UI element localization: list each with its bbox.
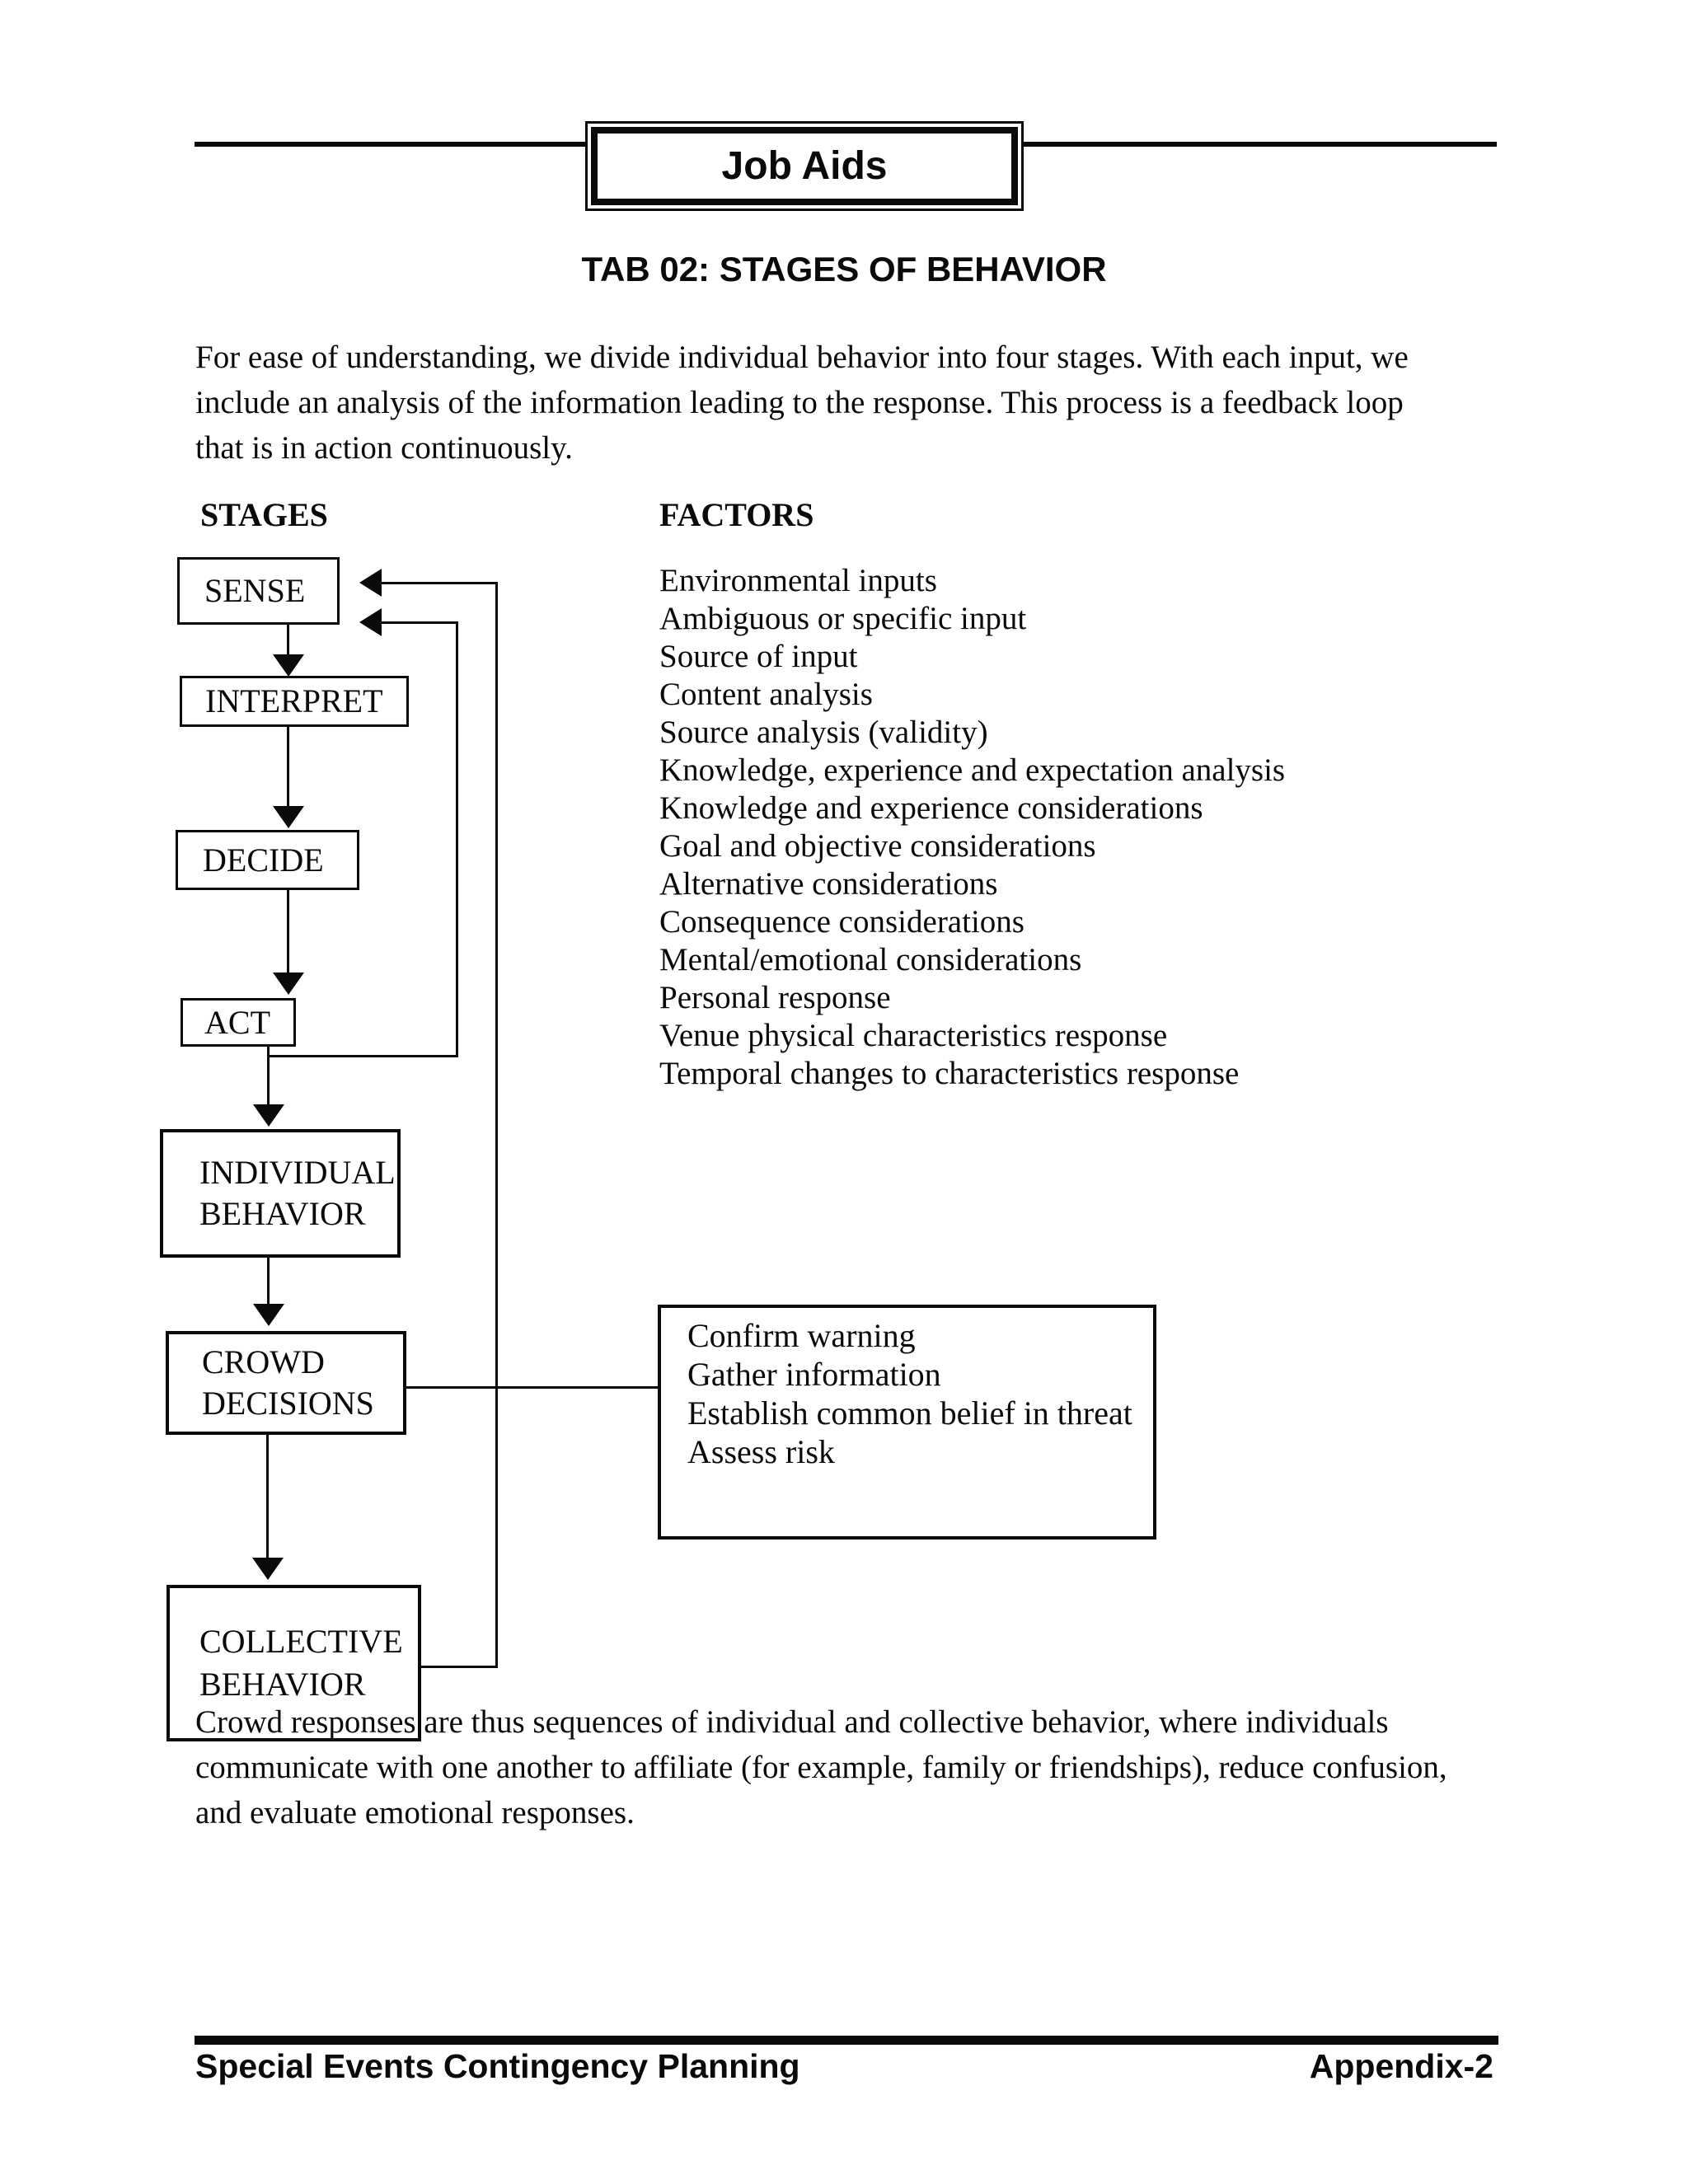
- stage-box-collective-behavior-label: COLLECTIVE BEHAVIOR: [199, 1623, 403, 1703]
- line-interpret-to-decide: [287, 726, 289, 808]
- feedback-collective-vertical: [495, 582, 498, 1668]
- footer-document-title: Special Events Contingency Planning: [195, 2047, 800, 2085]
- stage-box-interpret-label: INTERPRET: [205, 682, 383, 719]
- footer-rule: [195, 2036, 1498, 2045]
- crowd-action-line: Establish common belief in threat: [687, 1394, 1132, 1432]
- feedback-collective-horizontal-bottom: [421, 1666, 498, 1668]
- arrowhead-down-individual-icon: [253, 1104, 284, 1127]
- stage-box-sense: SENSE: [177, 557, 340, 625]
- stage-box-collective-behavior: COLLECTIVE BEHAVIOR: [166, 1585, 421, 1741]
- paragraph-line: Crowd responses are thus sequences of in…: [195, 1704, 1389, 1740]
- factor-item: Consequence considerations: [659, 904, 1025, 940]
- stage-box-individual-behavior: INDIVIDUAL BEHAVIOR: [160, 1129, 401, 1258]
- stage-box-decide: DECIDE: [176, 830, 359, 890]
- arrowhead-down-act-icon: [273, 972, 304, 995]
- arrowhead-down-crowd-icon: [253, 1304, 284, 1326]
- factors-heading: FACTORS: [659, 496, 814, 533]
- line-individual-to-crowd: [267, 1257, 270, 1305]
- factor-item: Temporal changes to characteristics resp…: [659, 1056, 1240, 1091]
- crowd-action-line: Gather information: [687, 1356, 941, 1393]
- arrowhead-left-sense-upper-icon: [359, 569, 382, 597]
- factor-item: Source of input: [659, 639, 858, 674]
- arrowhead-down-decide-icon: [273, 806, 304, 828]
- stage-box-decide-label: DECIDE: [203, 841, 324, 879]
- crowd-action-line: Assess risk: [687, 1433, 835, 1470]
- arrowhead-down-collective-icon: [252, 1558, 284, 1580]
- stage-box-act: ACT: [181, 998, 296, 1047]
- paragraph-line: For ease of understanding, we divide ind…: [195, 340, 1409, 375]
- factor-item: Ambiguous or specific input: [659, 601, 1027, 636]
- line-crowd-to-collective: [266, 1434, 269, 1559]
- factor-item: Mental/emotional considerations: [659, 942, 1082, 977]
- factor-item: Venue physical characteristics response: [659, 1018, 1168, 1053]
- feedback-act-horizontal-bottom: [267, 1055, 458, 1057]
- stage-box-interpret: INTERPRET: [180, 676, 409, 727]
- footer-page-label: Appendix-2: [1309, 2047, 1493, 2085]
- paragraph-line: communicate with one another to affiliat…: [195, 1750, 1447, 1785]
- feedback-act-horizontal-top: [381, 621, 458, 624]
- stage-box-act-label: ACT: [204, 1003, 270, 1041]
- factor-item: Knowledge and experience considerations: [659, 790, 1203, 826]
- stage-box-crowd-decisions: CROWD DECISIONS: [166, 1331, 406, 1435]
- factor-item: Content analysis: [659, 677, 873, 712]
- line-act-to-individual: [267, 1046, 270, 1106]
- page-title: TAB 02: STAGES OF BEHAVIOR: [581, 250, 1107, 288]
- stage-box-individual-behavior-label: INDIVIDUAL BEHAVIOR: [199, 1154, 395, 1232]
- closing-paragraph: Crowd responses are thus sequences of in…: [195, 1699, 1447, 1835]
- intro-paragraph: For ease of understanding, we divide ind…: [195, 335, 1409, 471]
- factor-item: Personal response: [659, 980, 891, 1015]
- job-aids-banner-label: Job Aids: [721, 144, 888, 188]
- factor-item: Source analysis (validity): [659, 715, 988, 750]
- paragraph-line: that is in action continuously.: [195, 430, 573, 466]
- feedback-act-vertical: [456, 622, 458, 1057]
- header-rule-right: [1024, 142, 1497, 147]
- factor-item: Environmental inputs: [659, 563, 937, 598]
- line-sense-to-interpret: [287, 624, 289, 656]
- factor-item: Alternative considerations: [659, 866, 998, 902]
- job-aids-banner: Job Aids: [585, 121, 1024, 211]
- stage-box-crowd-decisions-label: CROWD DECISIONS: [202, 1343, 374, 1422]
- arrowhead-left-sense-lower-icon: [359, 608, 382, 636]
- factor-item: Goal and objective considerations: [659, 828, 1096, 864]
- line-decide-to-act: [287, 889, 289, 974]
- connector-crowd-to-actions-box: [406, 1386, 658, 1389]
- arrowhead-down-interpret-icon: [273, 654, 304, 677]
- stage-box-sense-label: SENSE: [204, 572, 306, 609]
- stages-heading: STAGES: [200, 496, 328, 533]
- paragraph-line: include an analysis of the information l…: [195, 385, 1404, 420]
- paragraph-line: and evaluate emotional responses.: [195, 1795, 635, 1830]
- feedback-collective-horizontal-top: [381, 582, 498, 584]
- job-aids-banner-inner: Job Aids: [591, 127, 1018, 205]
- factor-item: Knowledge, experience and expectation an…: [659, 752, 1286, 788]
- header-rule-left: [195, 142, 585, 147]
- crowd-action-line: Confirm warning: [687, 1317, 916, 1354]
